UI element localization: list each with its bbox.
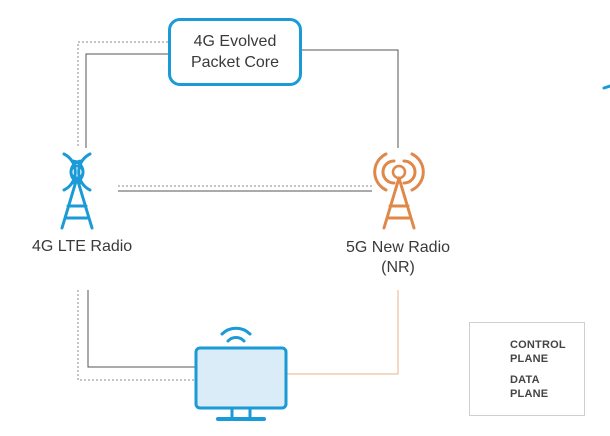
core-label-line2: Packet Core xyxy=(190,54,280,71)
nr-label-line2: (NR) xyxy=(381,259,415,276)
legend-control-label: CONTROL PLANE xyxy=(510,338,566,366)
evolved-packet-core-box: 4G Evolved Packet Core xyxy=(168,18,302,86)
core-nr-data-line xyxy=(302,49,399,148)
legend xyxy=(469,322,585,416)
legend-control-line2: PLANE xyxy=(510,353,549,365)
core-lte-data-line xyxy=(85,53,168,148)
nr-label-line1: 5G New Radio xyxy=(345,239,451,256)
lte-device-control-line xyxy=(77,290,196,381)
edge-mark xyxy=(602,84,610,90)
lte-radio-label: 4G LTE Radio xyxy=(32,238,133,255)
legend-data-line1: DATA xyxy=(510,374,540,386)
lte-device-data-line xyxy=(87,290,196,368)
nr-device-data-line xyxy=(286,290,399,375)
legend-control-line1: CONTROL xyxy=(510,339,566,351)
nr-tower-icon xyxy=(373,152,425,230)
monitor-wifi-icon xyxy=(194,326,288,421)
legend-data-label: DATA PLANE xyxy=(510,373,548,401)
legend-data-line2: PLANE xyxy=(510,388,549,400)
core-lte-control-line xyxy=(77,41,168,148)
nr-radio-label: 5G New Radio (NR) xyxy=(336,238,460,278)
core-label-line1: 4G Evolved xyxy=(193,33,277,50)
lte-tower-icon xyxy=(60,152,94,230)
